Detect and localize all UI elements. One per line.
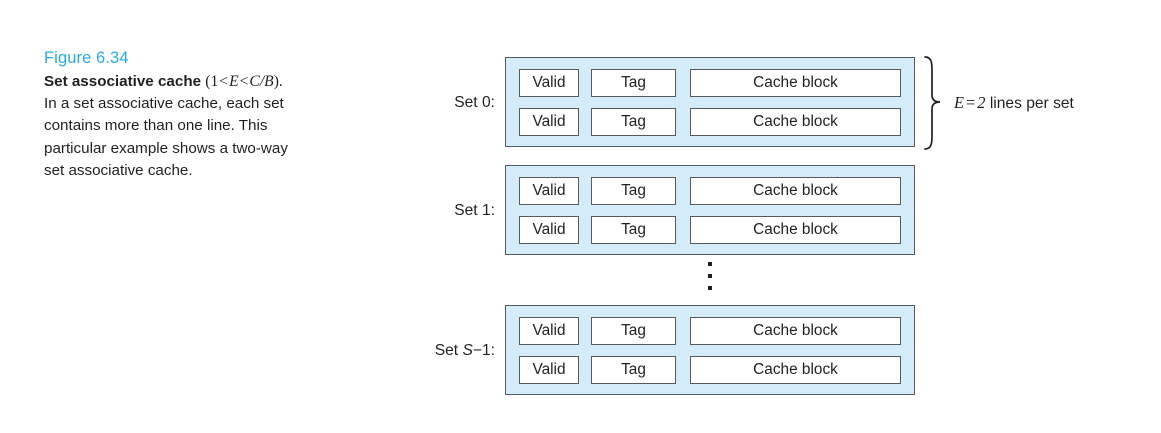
lines-per-set-annotation: E=2 lines per set xyxy=(954,93,1074,113)
math-less-than-1: < xyxy=(219,73,229,90)
cache-line: Valid Tag Cache block xyxy=(519,177,901,205)
cache-block-cell: Cache block xyxy=(690,108,901,136)
ellipsis-dot xyxy=(708,274,712,278)
valid-cell: Valid xyxy=(519,317,579,345)
valid-cell: Valid xyxy=(519,356,579,384)
tag-cell: Tag xyxy=(591,177,676,205)
math-open-paren: ( xyxy=(205,73,211,90)
math-var-C: C xyxy=(249,73,260,90)
set-label-last-index: −1 xyxy=(472,342,491,359)
tag-cell: Tag xyxy=(591,108,676,136)
set-label-0: Set 0: xyxy=(365,94,495,112)
annotation-equals: = xyxy=(966,93,976,112)
math-var-B: B xyxy=(264,73,274,90)
annotation-value: 2 xyxy=(977,93,986,112)
set-block-last: Valid Tag Cache block Valid Tag Cache bl… xyxy=(505,305,915,395)
cache-line: Valid Tag Cache block xyxy=(519,317,901,345)
set-label-1-index: 1 xyxy=(481,202,491,219)
set-label-last: Set S−1: xyxy=(365,342,495,360)
math-one: 1 xyxy=(210,73,219,90)
cache-block-cell: Cache block xyxy=(690,177,901,205)
cache-block-cell: Cache block xyxy=(690,356,901,384)
set-label-0-index: 0 xyxy=(481,94,491,111)
valid-cell: Valid xyxy=(519,108,579,136)
set-label-0-suffix: : xyxy=(490,94,495,111)
cache-line: Valid Tag Cache block xyxy=(519,216,901,244)
valid-cell: Valid xyxy=(519,69,579,97)
set-label-0-prefix: Set xyxy=(454,94,482,111)
cache-block-cell: Cache block xyxy=(690,317,901,345)
valid-cell: Valid xyxy=(519,177,579,205)
cache-line: Valid Tag Cache block xyxy=(519,356,901,384)
figure-caption-text: Set associative cache (1<E<C/B). In a se… xyxy=(44,71,294,182)
cache-line: Valid Tag Cache block xyxy=(519,69,901,97)
math-less-than-2: < xyxy=(239,73,249,90)
cache-block-cell: Cache block xyxy=(690,216,901,244)
figure-math-expression: (1<E<C/B). xyxy=(205,73,283,90)
set-block-0: Valid Tag Cache block Valid Tag Cache bl… xyxy=(505,57,915,147)
figure-number: Figure 6.34 xyxy=(44,49,129,67)
ellipsis-dot xyxy=(708,262,712,266)
ellipsis-dot xyxy=(708,286,712,290)
tag-cell: Tag xyxy=(591,69,676,97)
figure-title: Set associative cache xyxy=(44,73,202,90)
tag-cell: Tag xyxy=(591,216,676,244)
math-close-paren: ). xyxy=(273,73,283,90)
tag-cell: Tag xyxy=(591,317,676,345)
set-label-last-prefix: Set xyxy=(434,342,463,359)
set-block-1: Valid Tag Cache block Valid Tag Cache bl… xyxy=(505,165,915,255)
set-label-1-suffix: : xyxy=(490,202,495,219)
set-label-1-prefix: Set xyxy=(454,202,482,219)
figure-caption: Figure 6.34 Set associative cache (1<E<C… xyxy=(44,48,294,182)
valid-cell: Valid xyxy=(519,216,579,244)
set-label-last-suffix: : xyxy=(490,342,495,359)
math-var-E: E xyxy=(229,73,239,90)
annotation-text: lines per set xyxy=(989,95,1074,112)
cache-line: Valid Tag Cache block xyxy=(519,108,901,136)
cache-block-cell: Cache block xyxy=(690,69,901,97)
tag-cell: Tag xyxy=(591,356,676,384)
set-label-1: Set 1: xyxy=(365,202,495,220)
annotation-symbol-E: E xyxy=(954,93,965,112)
curly-brace-icon xyxy=(922,55,950,150)
vertical-ellipsis-icon xyxy=(705,262,717,296)
math-slash: / xyxy=(259,73,265,90)
set-label-last-italic: S xyxy=(462,342,473,359)
figure-body-text: In a set associative cache, each set con… xyxy=(44,95,288,179)
